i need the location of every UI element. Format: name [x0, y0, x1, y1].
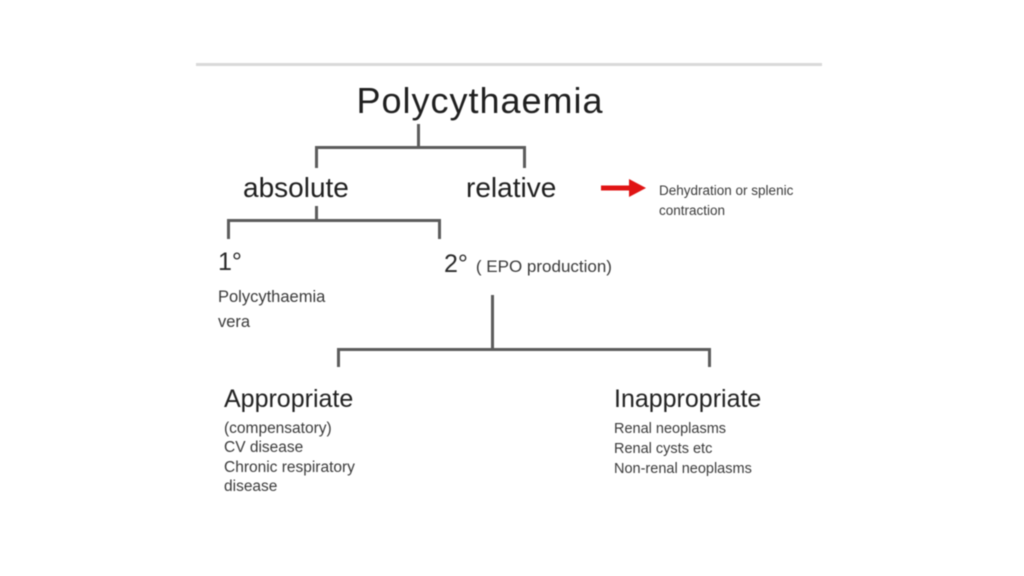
primary-degree-label: 1°	[218, 248, 242, 276]
appropriate-item: (compensatory)	[224, 420, 332, 437]
red-right-arrow-icon	[601, 179, 646, 197]
inappropriate-item: Renal neoplasms	[614, 421, 727, 437]
connector-level2-left-stub	[227, 221, 230, 239]
relative-note: Dehydration or splenic contraction	[659, 183, 794, 218]
connector-secondary-stem	[491, 295, 494, 349]
appropriate-heading: Appropriate	[224, 385, 354, 413]
secondary-degree-label: 2°	[444, 250, 468, 278]
diagram-title: Polycythaemia	[356, 80, 604, 121]
connector-level3-bracket	[337, 348, 711, 351]
connector-level3-left-stub	[337, 350, 340, 367]
branch-absolute-label: absolute	[243, 172, 349, 203]
appropriate-items: (compensatory) CV disease Chronic respir…	[224, 419, 394, 497]
red-arrow-head	[629, 179, 646, 197]
secondary-qualifier-text: ( EPO production)	[475, 257, 612, 276]
appropriate-item: CV disease	[224, 439, 304, 457]
branch-relative-label: relative	[466, 172, 557, 203]
inappropriate-items: Renal neoplasms Renal cysts etc Non-rena…	[614, 419, 814, 479]
primary-detail-text: Polycythaemia vera	[218, 288, 326, 331]
connector-level3-right-stub	[708, 350, 711, 367]
secondary-degree-row: 2° ( EPO production)	[444, 250, 612, 279]
inappropriate-group: Inappropriate Renal neoplasms Renal cyst…	[614, 385, 814, 479]
connector-root-stem	[417, 124, 420, 147]
connector-level2-bracket	[227, 219, 441, 222]
connector-level1-bracket	[315, 146, 526, 149]
inappropriate-heading: Inappropriate	[614, 385, 762, 413]
connector-absolute-stem	[315, 206, 318, 220]
connector-level2-right-stub	[438, 221, 441, 239]
inappropriate-item: Non-renal neoplasms	[614, 461, 752, 477]
connector-level1-right-stub	[523, 148, 526, 168]
top-divider-line	[196, 63, 822, 66]
inappropriate-item: Renal cysts etc	[614, 441, 713, 457]
appropriate-group: Appropriate (compensatory) CV disease Ch…	[224, 385, 394, 497]
appropriate-item: Chronic respiratory disease	[224, 458, 355, 496]
connector-level1-left-stub	[315, 148, 318, 168]
